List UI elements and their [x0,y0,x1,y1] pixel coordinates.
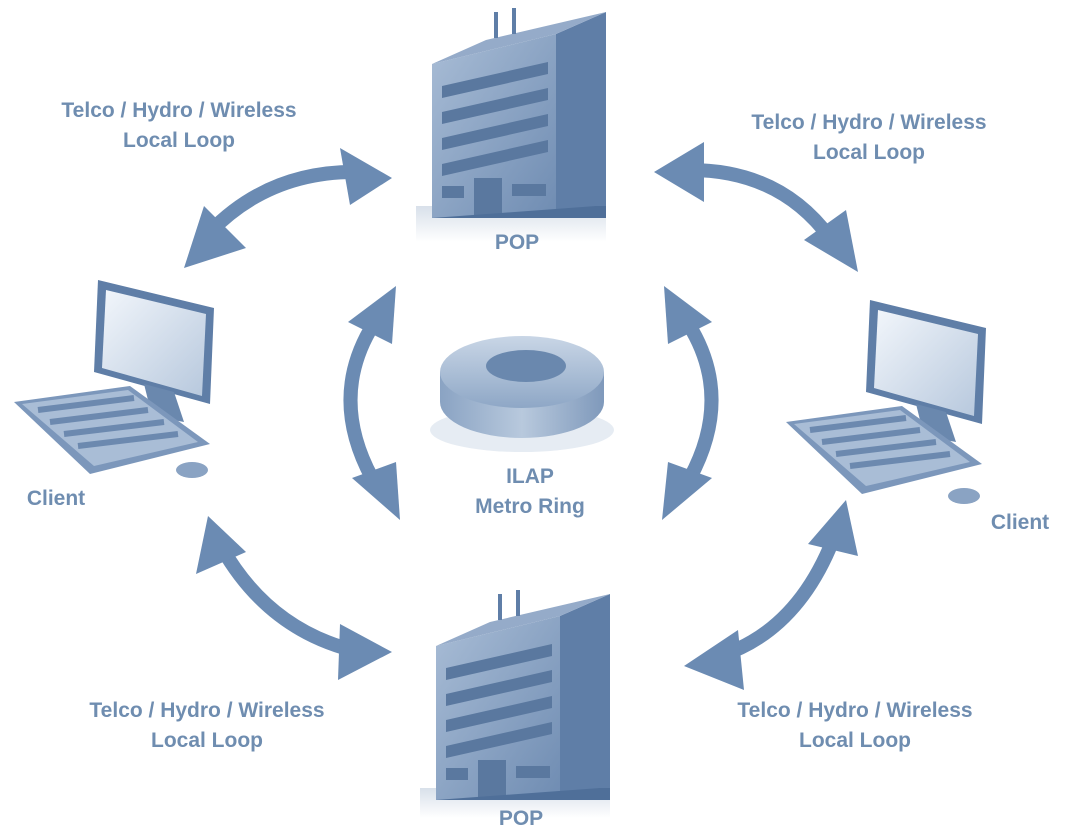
arrowhead-inner-right-b [662,462,712,520]
client-right-label: Client [990,511,1050,534]
arrow-bottom-left [215,541,367,659]
pop-top-label: POP [494,231,540,254]
building-icon [416,8,606,242]
link-label-line2: Local Loop [799,729,911,752]
link-label-bottom-right: Telco / Hydro / Wireless Local Loop [710,696,1000,756]
arrowhead-top-left-a [340,148,392,205]
arrowhead-top-right-a [654,142,704,202]
link-label-line2: Local Loop [813,141,925,164]
metro-ring-icon [430,336,614,452]
arrowhead-bottom-left-b [338,624,392,680]
arrow-top-right [683,163,837,245]
ring-label-line2: Metro Ring [475,495,585,518]
link-label-line2: Local Loop [123,129,235,152]
pop-bottom-label: POP [498,807,544,830]
link-label-line2: Local Loop [151,729,263,752]
arrowhead-inner-left-a [348,286,396,344]
arrow-top-left [203,164,367,239]
building-icon [420,590,610,818]
computer-icon [786,300,986,504]
arrowhead-bottom-right-b [808,500,858,556]
computer-icon [14,280,214,478]
link-label-top-right: Telco / Hydro / Wireless Local Loop [724,108,1014,168]
client-left-label: Client [26,487,86,510]
arrowhead-top-right-b [804,210,858,272]
ring-label-line1: ILAP [506,465,554,488]
arrowhead-top-left-b [184,206,246,268]
arrowhead-bottom-left-a [196,516,246,574]
link-label-line1: Telco / Hydro / Wireless [737,699,973,722]
link-label-line1: Telco / Hydro / Wireless [89,699,325,722]
arrowhead-bottom-right-a [684,630,744,690]
arrowhead-inner-right-a [664,286,712,344]
arrowhead-inner-left-b [352,462,400,520]
link-label-line1: Telco / Hydro / Wireless [751,111,987,134]
ring-label: ILAP Metro Ring [440,462,620,522]
link-label-top-left: Telco / Hydro / Wireless Local Loop [34,96,324,156]
link-label-line1: Telco / Hydro / Wireless [61,99,297,122]
arrow-inner-left [343,323,379,485]
link-label-bottom-left: Telco / Hydro / Wireless Local Loop [62,696,352,756]
arrow-inner-right [683,323,719,485]
